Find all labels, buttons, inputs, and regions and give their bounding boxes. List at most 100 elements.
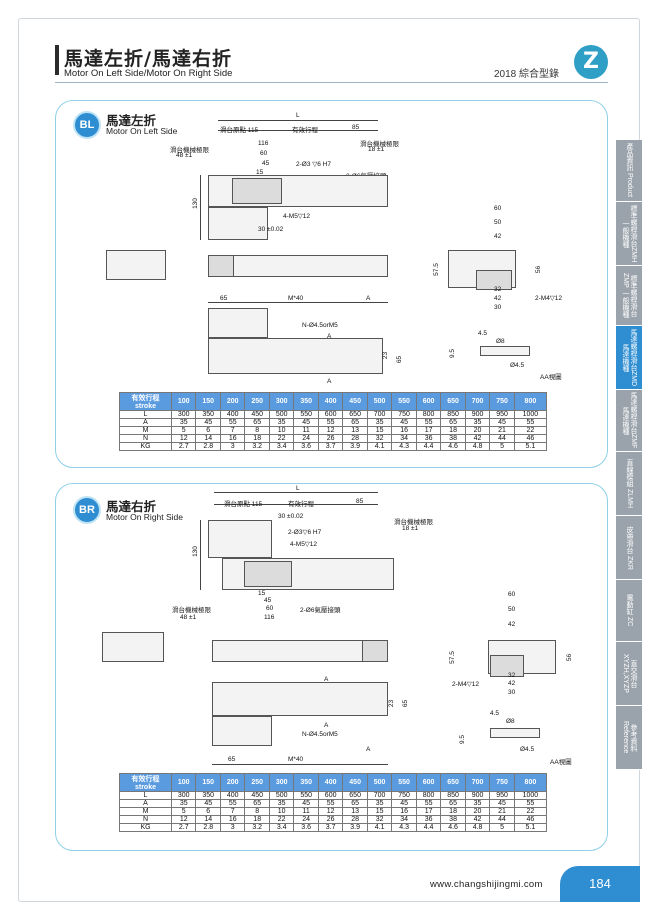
table-cell: 38 <box>440 815 466 824</box>
end-motor <box>476 270 512 290</box>
dim-label: 滑台原點 115 <box>220 127 259 134</box>
table-cell: 35 <box>464 418 491 427</box>
table-cell: 55 <box>219 799 246 808</box>
dim-label: A <box>324 722 329 729</box>
table-cell: 13 <box>342 426 368 435</box>
dim-label: Ø4.5 <box>510 362 525 369</box>
dim-label: 32 <box>494 286 502 293</box>
dim-label: 30 ±0.02 <box>278 513 304 520</box>
table-cell: 8 <box>244 807 270 816</box>
dim-label: 滑台機械極限 <box>170 147 209 154</box>
stroke-header-cell: 100 <box>170 392 197 411</box>
table-cell: 4.4 <box>415 442 442 451</box>
table-cell: 400 <box>219 410 246 419</box>
stroke-header-cell: 650 <box>440 773 466 792</box>
table-cell: 5 <box>170 426 197 435</box>
side-tab-9[interactable]: 參考資料 Reference <box>616 706 642 770</box>
table-cell: 16 <box>391 807 417 816</box>
dim-label: 4-M5▽12 <box>283 213 311 220</box>
side-tab-6[interactable]: 皮帶滑台 ZKR <box>616 516 642 580</box>
stroke-header-cell: 800 <box>513 392 548 411</box>
side-tab-4[interactable]: 馬達螺桿滑台ZMF 馬達機種 <box>616 390 642 452</box>
dim-label: 滑台機械極限 <box>172 607 211 614</box>
table-cell: 5 <box>489 442 515 451</box>
stroke-header-cell: 200 <box>219 392 246 411</box>
table-cell: 10 <box>268 426 295 435</box>
dim-label: 65 <box>220 295 228 302</box>
table-cell: 950 <box>489 791 515 800</box>
table-cell: 65 <box>342 418 368 427</box>
dim-label: 2-Ø6氣壓接頭 <box>300 607 341 614</box>
stroke-header-cell: 200 <box>219 773 246 792</box>
motor-side-view <box>106 250 166 280</box>
side-tab-8[interactable]: 直交滑台 XYZH,XYZP <box>616 642 642 706</box>
dim-label: 滑台機械極限 <box>394 519 433 526</box>
dim-label: 4.5 <box>478 330 488 337</box>
dim-label: AA視圖 <box>550 759 572 766</box>
table-cell: 550 <box>293 410 319 419</box>
dim-label: 32 <box>508 672 516 679</box>
dim-label: 130 <box>191 546 199 557</box>
side-tab-1[interactable]: 標準螺桿滑台ZMH 一般機種 <box>616 202 642 266</box>
table-cell: 2.7 <box>170 442 197 451</box>
table-cell: 7 <box>219 426 246 435</box>
table-cell: 55 <box>415 418 442 427</box>
table-cell: 4.1 <box>366 442 393 451</box>
section-subtitle-br: Motor On Right Side <box>106 512 184 522</box>
table-cell: 28 <box>342 815 368 824</box>
row-label: N <box>119 815 172 824</box>
table-cell: 16 <box>219 434 246 443</box>
dim-label: 85 <box>352 124 360 131</box>
table-cell: 44 <box>489 815 515 824</box>
table-cell: 3 <box>219 823 246 832</box>
table-cell: 3.9 <box>342 823 368 832</box>
table-cell: 5 <box>170 807 197 816</box>
table-cell: 1000 <box>513 791 548 800</box>
section-subtitle-bl: Motor On Left Side <box>106 126 178 136</box>
table-cell: 3.7 <box>317 442 344 451</box>
stroke-header-cell: 500 <box>366 773 393 792</box>
table-cell: 500 <box>268 791 295 800</box>
table-cell: 650 <box>342 410 368 419</box>
dim-label: 65 <box>402 699 410 708</box>
dim-label: 15 <box>256 169 264 176</box>
side-tab-0[interactable]: 產品資訊 Product <box>616 140 642 202</box>
table-cell: 4.8 <box>464 442 491 451</box>
stroke-header-cell: 450 <box>342 773 368 792</box>
dim-label: 85 <box>356 498 364 505</box>
table-cell: 6 <box>195 426 221 435</box>
table-cell: 3.4 <box>268 442 295 451</box>
table-cell: 3 <box>219 442 246 451</box>
section-badge-br: BR <box>73 496 101 524</box>
dim-label: Ø4.5 <box>520 746 535 753</box>
catalog-label: 2018 綜合型錄 <box>494 69 560 80</box>
dim-label: L <box>296 112 300 119</box>
table-cell: 34 <box>391 434 417 443</box>
stroke-header-cell: 700 <box>464 773 491 792</box>
dim-label: 116 <box>264 614 275 621</box>
side-tab-5[interactable]: 直線模組 ZLMH <box>616 452 642 516</box>
table-cell: 500 <box>268 410 295 419</box>
table-cell: 24 <box>293 815 319 824</box>
side-tab-2[interactable]: 標準螺桿滑台ZMP 一般機種 <box>616 266 642 326</box>
dim-label: 2-M4▽12 <box>535 295 563 302</box>
table-cell: 12 <box>170 815 197 824</box>
table-cell: 65 <box>244 418 270 427</box>
side-tab-3[interactable]: 馬達螺桿滑台ZMD 馬達機種 <box>616 326 642 390</box>
table-cell: 800 <box>415 410 442 419</box>
table-cell: 42 <box>464 434 491 443</box>
dim-label: 23 <box>382 351 390 360</box>
stroke-header-cell: 300 <box>268 773 295 792</box>
table-cell: 550 <box>293 791 319 800</box>
dim-label: 18 ±1 <box>402 525 419 532</box>
side-tab-7[interactable]: 電動缸 ZC <box>616 580 642 642</box>
dim-label: A <box>327 378 332 385</box>
website-url[interactable]: www.changshijingmi.com <box>430 879 543 890</box>
table-cell: 900 <box>464 410 491 419</box>
row-label: A <box>119 799 172 808</box>
table-cell: 5.1 <box>513 823 548 832</box>
